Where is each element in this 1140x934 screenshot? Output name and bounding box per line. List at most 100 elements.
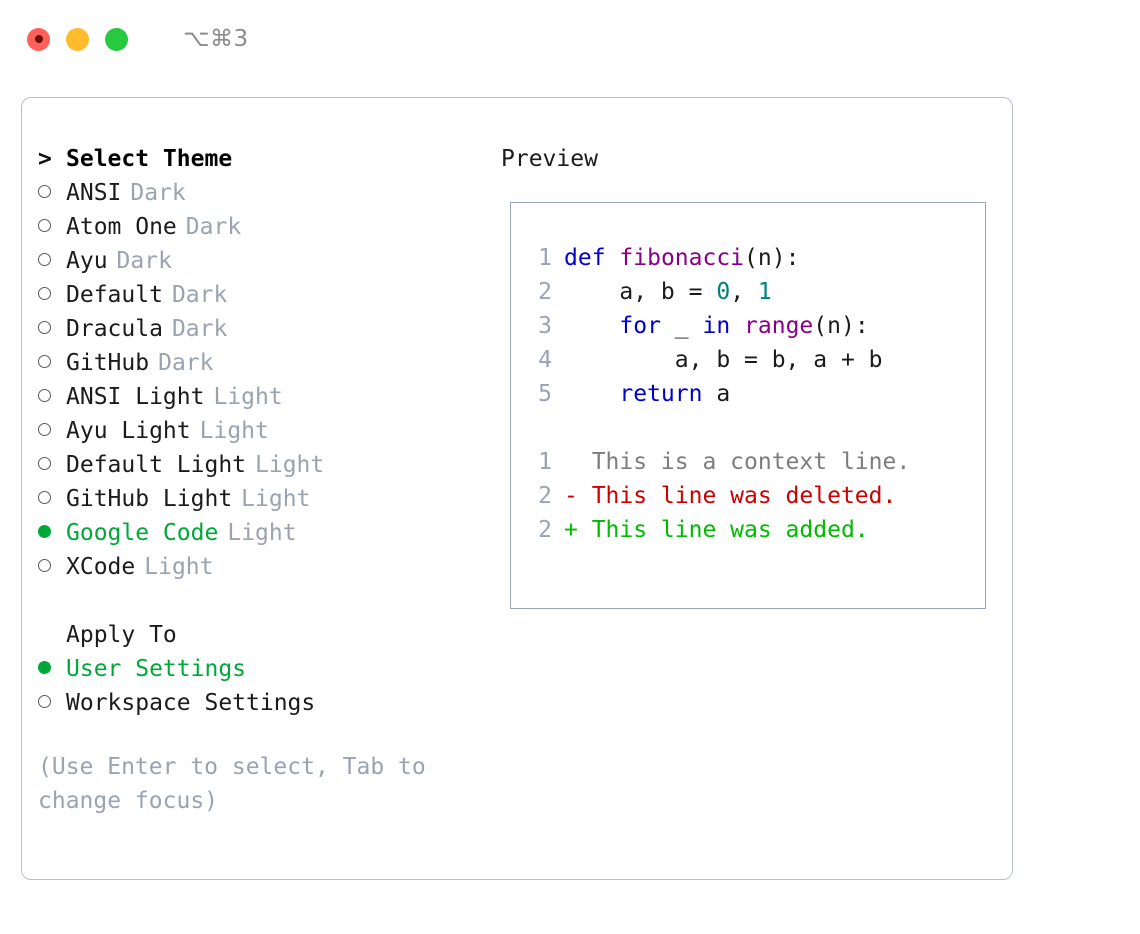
- theme-name-label: XCode: [66, 554, 136, 580]
- caret-icon: >: [38, 146, 52, 172]
- radio-unselected-icon[interactable]: [38, 312, 66, 346]
- code-token: 1: [757, 279, 772, 305]
- bullet-glyph: [38, 457, 51, 470]
- diff-line: 1 This is a context line.: [511, 445, 985, 479]
- radio-unselected-icon[interactable]: [38, 482, 66, 516]
- close-button-icon[interactable]: [27, 27, 50, 51]
- code-line-text: a, b = 0, 1: [564, 275, 772, 309]
- theme-category-tag: Light: [199, 418, 269, 444]
- apply-to-heading-label: Apply To: [66, 622, 177, 648]
- code-line-number: 4: [538, 347, 552, 373]
- radio-unselected-icon[interactable]: [38, 550, 66, 584]
- apply-to-option[interactable]: User Settings: [38, 652, 508, 686]
- bullet-glyph: [38, 695, 51, 708]
- bullet-glyph: [38, 219, 51, 232]
- keyboard-shortcut-label: ⌥⌘3: [183, 26, 249, 52]
- radio-unselected-icon[interactable]: [38, 244, 66, 278]
- code-token: (n):: [744, 245, 800, 271]
- diff-line-number: 2: [538, 483, 552, 509]
- bullet-glyph: [38, 423, 51, 436]
- bullet-glyph: [38, 491, 51, 504]
- code-token: def: [564, 245, 606, 271]
- apply-to-option[interactable]: Workspace Settings: [38, 686, 508, 720]
- list-spacer: [38, 584, 508, 618]
- code-line: 1 def fibonacci(n):: [511, 241, 985, 275]
- theme-name-label: Ayu Light: [66, 418, 191, 444]
- maximize-button-icon[interactable]: [105, 27, 128, 51]
- theme-category-tag: Dark: [185, 214, 242, 240]
- code-token: for: [619, 313, 661, 339]
- code-token: a, b = b, a + b: [564, 347, 883, 373]
- code-token: [730, 313, 744, 339]
- bullet-glyph: [38, 253, 51, 266]
- code-token: [606, 245, 620, 271]
- window-controls: [27, 27, 128, 51]
- code-line: 4 a, b = b, a + b: [511, 343, 985, 377]
- minimize-button-icon[interactable]: [66, 27, 89, 51]
- code-token: [564, 381, 619, 407]
- bullet-glyph: [38, 321, 51, 334]
- code-token: 0: [716, 279, 731, 305]
- code-token: fibonacci: [619, 245, 745, 271]
- radio-unselected-icon[interactable]: [38, 346, 66, 380]
- radio-unselected-icon[interactable]: [38, 686, 66, 720]
- radio-selected-icon[interactable]: [38, 652, 66, 686]
- code-token: _: [660, 313, 703, 339]
- bullet-glyph: [38, 389, 51, 402]
- diff-line-text: - This line was deleted.: [564, 483, 897, 509]
- radio-unselected-icon[interactable]: [38, 380, 66, 414]
- code-line-number: 3: [538, 313, 552, 339]
- window-titlebar: ⌥⌘3: [0, 0, 1140, 78]
- code-line-number: 5: [538, 381, 552, 407]
- radio-unselected-icon[interactable]: [38, 414, 66, 448]
- select-theme-heading: > Select Theme: [38, 142, 508, 176]
- theme-name-label: Ayu: [66, 248, 108, 274]
- theme-name-label: Dracula: [66, 316, 163, 342]
- code-token: (n):: [813, 313, 869, 339]
- code-token: range: [744, 313, 814, 339]
- theme-category-tag: Dark: [171, 282, 228, 308]
- radio-selected-icon[interactable]: [38, 516, 66, 550]
- theme-category-tag: Dark: [158, 350, 214, 376]
- code-line-number: 2: [538, 279, 552, 305]
- radio-unselected-icon[interactable]: [38, 210, 66, 244]
- radio-unselected-icon[interactable]: [38, 278, 66, 312]
- code-line-number: 1: [538, 245, 552, 271]
- code-token: a: [702, 381, 731, 407]
- radio-unselected-icon[interactable]: [38, 448, 66, 482]
- bullet-glyph: [38, 661, 51, 674]
- theme-category-tag: Light: [227, 520, 297, 546]
- diff-line: 2+ This line was added.: [511, 513, 985, 547]
- apply-to-option-label: User Settings: [66, 656, 247, 682]
- apply-to-heading: Apply To: [38, 618, 508, 652]
- theme-list-item[interactable]: Ayu Light Light: [38, 414, 508, 448]
- diff-line: 2 - This line was deleted.: [511, 479, 985, 513]
- diff-line-number: 2: [538, 517, 552, 543]
- bullet-glyph: [38, 287, 51, 300]
- radio-unselected-icon[interactable]: [38, 176, 66, 210]
- theme-name-label: ANSI Light: [66, 384, 205, 410]
- code-token: [564, 313, 619, 339]
- bullet-glyph: [38, 355, 51, 368]
- diff-line-text: This is a context line.: [564, 449, 911, 475]
- select-theme-heading-label: Select Theme: [66, 146, 233, 172]
- code-token: a, b =: [564, 279, 717, 305]
